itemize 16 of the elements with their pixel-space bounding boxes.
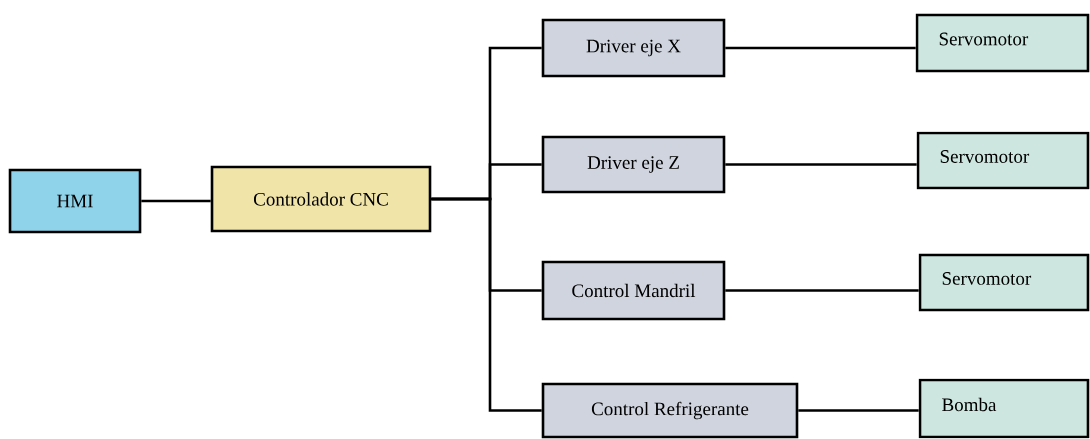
block-box: HMI — [8, 168, 142, 234]
block-box: Servomotor — [915, 13, 1090, 73]
block-box: Servomotor — [918, 253, 1090, 312]
block-box: Driver eje Z — [541, 135, 726, 194]
connector-line — [431, 197, 542, 412]
block-box: Servomotor — [916, 131, 1090, 190]
block-box: Bomba — [918, 378, 1090, 439]
block-box: Control Mandril — [541, 260, 726, 321]
block-box: Controlador CNC — [210, 165, 432, 233]
connector-line — [725, 163, 917, 166]
connector-line — [725, 289, 919, 292]
block-box: Control Refrigerante — [541, 382, 799, 439]
block-box: Driver eje X — [541, 18, 726, 78]
connector-line — [798, 409, 919, 412]
connector-line — [141, 199, 211, 203]
connector-line — [725, 46, 916, 50]
